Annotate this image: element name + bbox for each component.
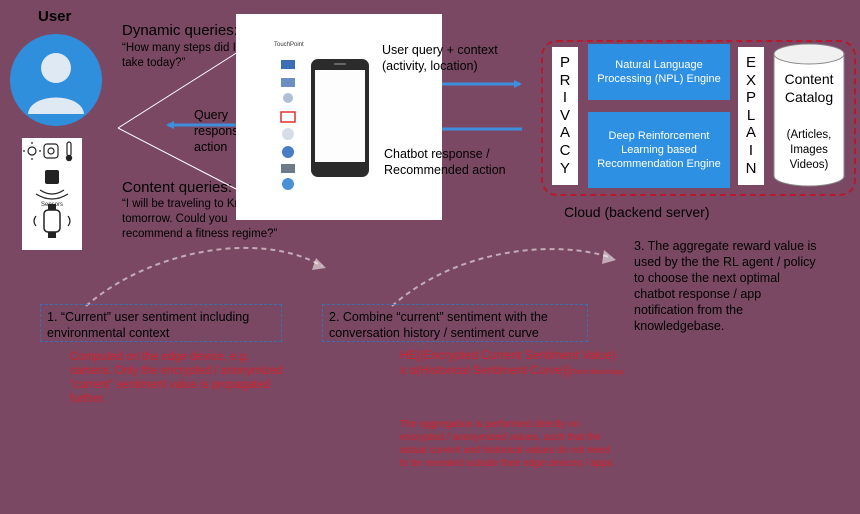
explain-letter: A [745,124,756,142]
explain-letter: N [745,159,757,177]
privacy-letter: Y [559,159,570,177]
aggregation-note: The aggregation is performed directly on… [400,419,616,469]
chatbot-response-label: Chatbot response / Recommended action [384,147,506,177]
app-icon [281,164,295,173]
dynamic-queries-text: “How many steps did I take today?” [122,42,236,69]
step1-text: 1. “Current” user sentiment including en… [47,310,250,340]
catalog-title: Content Catalog [784,71,834,105]
smartwatch-icon [33,204,71,238]
step2-text: 2. Combine “current” sentiment with the … [329,310,548,340]
edge-note: Computed on the edge device, e.g. camera… [70,351,283,405]
privacy-letter: P [559,54,570,71]
privacy-letter: V [559,106,570,124]
step3-text: 3. The aggregate reward value is used by… [634,239,817,333]
explain-letter: X [745,71,756,89]
smartphone-icon [311,59,369,177]
query-bracket-top [117,51,239,129]
app-icon-list [280,60,296,190]
query-bracket-bottom [117,127,239,191]
sun-icon [23,142,41,160]
cloud-backend-box [541,40,856,196]
formula-subscript: Client device/app [569,369,624,376]
thermometer-icon [65,141,73,162]
content-queries-title: Content queries: [122,179,233,196]
app-icon [283,93,293,103]
cloud-label: Cloud (backend server) [564,204,710,220]
nlp-engine-label: Natural Language Processing (NPL) Engine [597,59,721,85]
app-list-title: TouchPoint [274,42,304,48]
app-icon [282,146,294,158]
sensor-icon [35,170,69,200]
flow-arrow-2 [391,248,613,307]
explain-letter: I [748,141,754,159]
phone-card: TouchPoint [236,14,442,220]
catalog-items: (Articles, Images Videos) [786,129,832,171]
dynamic-queries-title: Dynamic queries: [122,22,238,39]
query-response-label: Query response / action [194,108,253,154]
sensors-panel: Sensors [22,138,82,250]
explain-letter: L [746,106,756,124]
user-title: User [38,8,72,25]
content-queries-text: “I will be traveling to Krakow tomorrow.… [122,198,278,240]
privacy-letter: A [559,124,570,142]
explain-letter: E [745,54,756,71]
flow-arrow-1 [85,246,323,307]
camera-icon [43,143,59,159]
app-icon [281,78,295,87]
content-catalog-database-icon [773,43,845,187]
nlp-engine: Natural Language Processing (NPL) Engine [588,44,730,100]
formula-text: HE[(Encrypted Current Sentiment Value) x… [400,348,616,377]
rl-engine-label: Deep Reinforcement Learning based Recomm… [597,130,721,170]
privacy-letter: I [562,89,568,107]
rl-engine: Deep Reinforcement Learning based Recomm… [588,112,730,188]
app-icon [281,60,295,69]
formula-note: HE[(Encrypted Current Sentiment Value) x… [400,348,624,380]
explain-letter: P [745,89,756,107]
user-avatar-icon [10,34,102,126]
app-icon [282,128,294,140]
privacy-letter: C [559,141,571,159]
user-query-label: User query + context (activity, location… [382,43,498,73]
mail-icon [280,111,296,123]
step1-box: 1. “Current” user sentiment including en… [40,304,282,342]
app-icon [282,178,294,190]
privacy-letter: R [559,71,571,89]
step2-box: 2. Combine “current” sentiment with the … [322,304,588,342]
